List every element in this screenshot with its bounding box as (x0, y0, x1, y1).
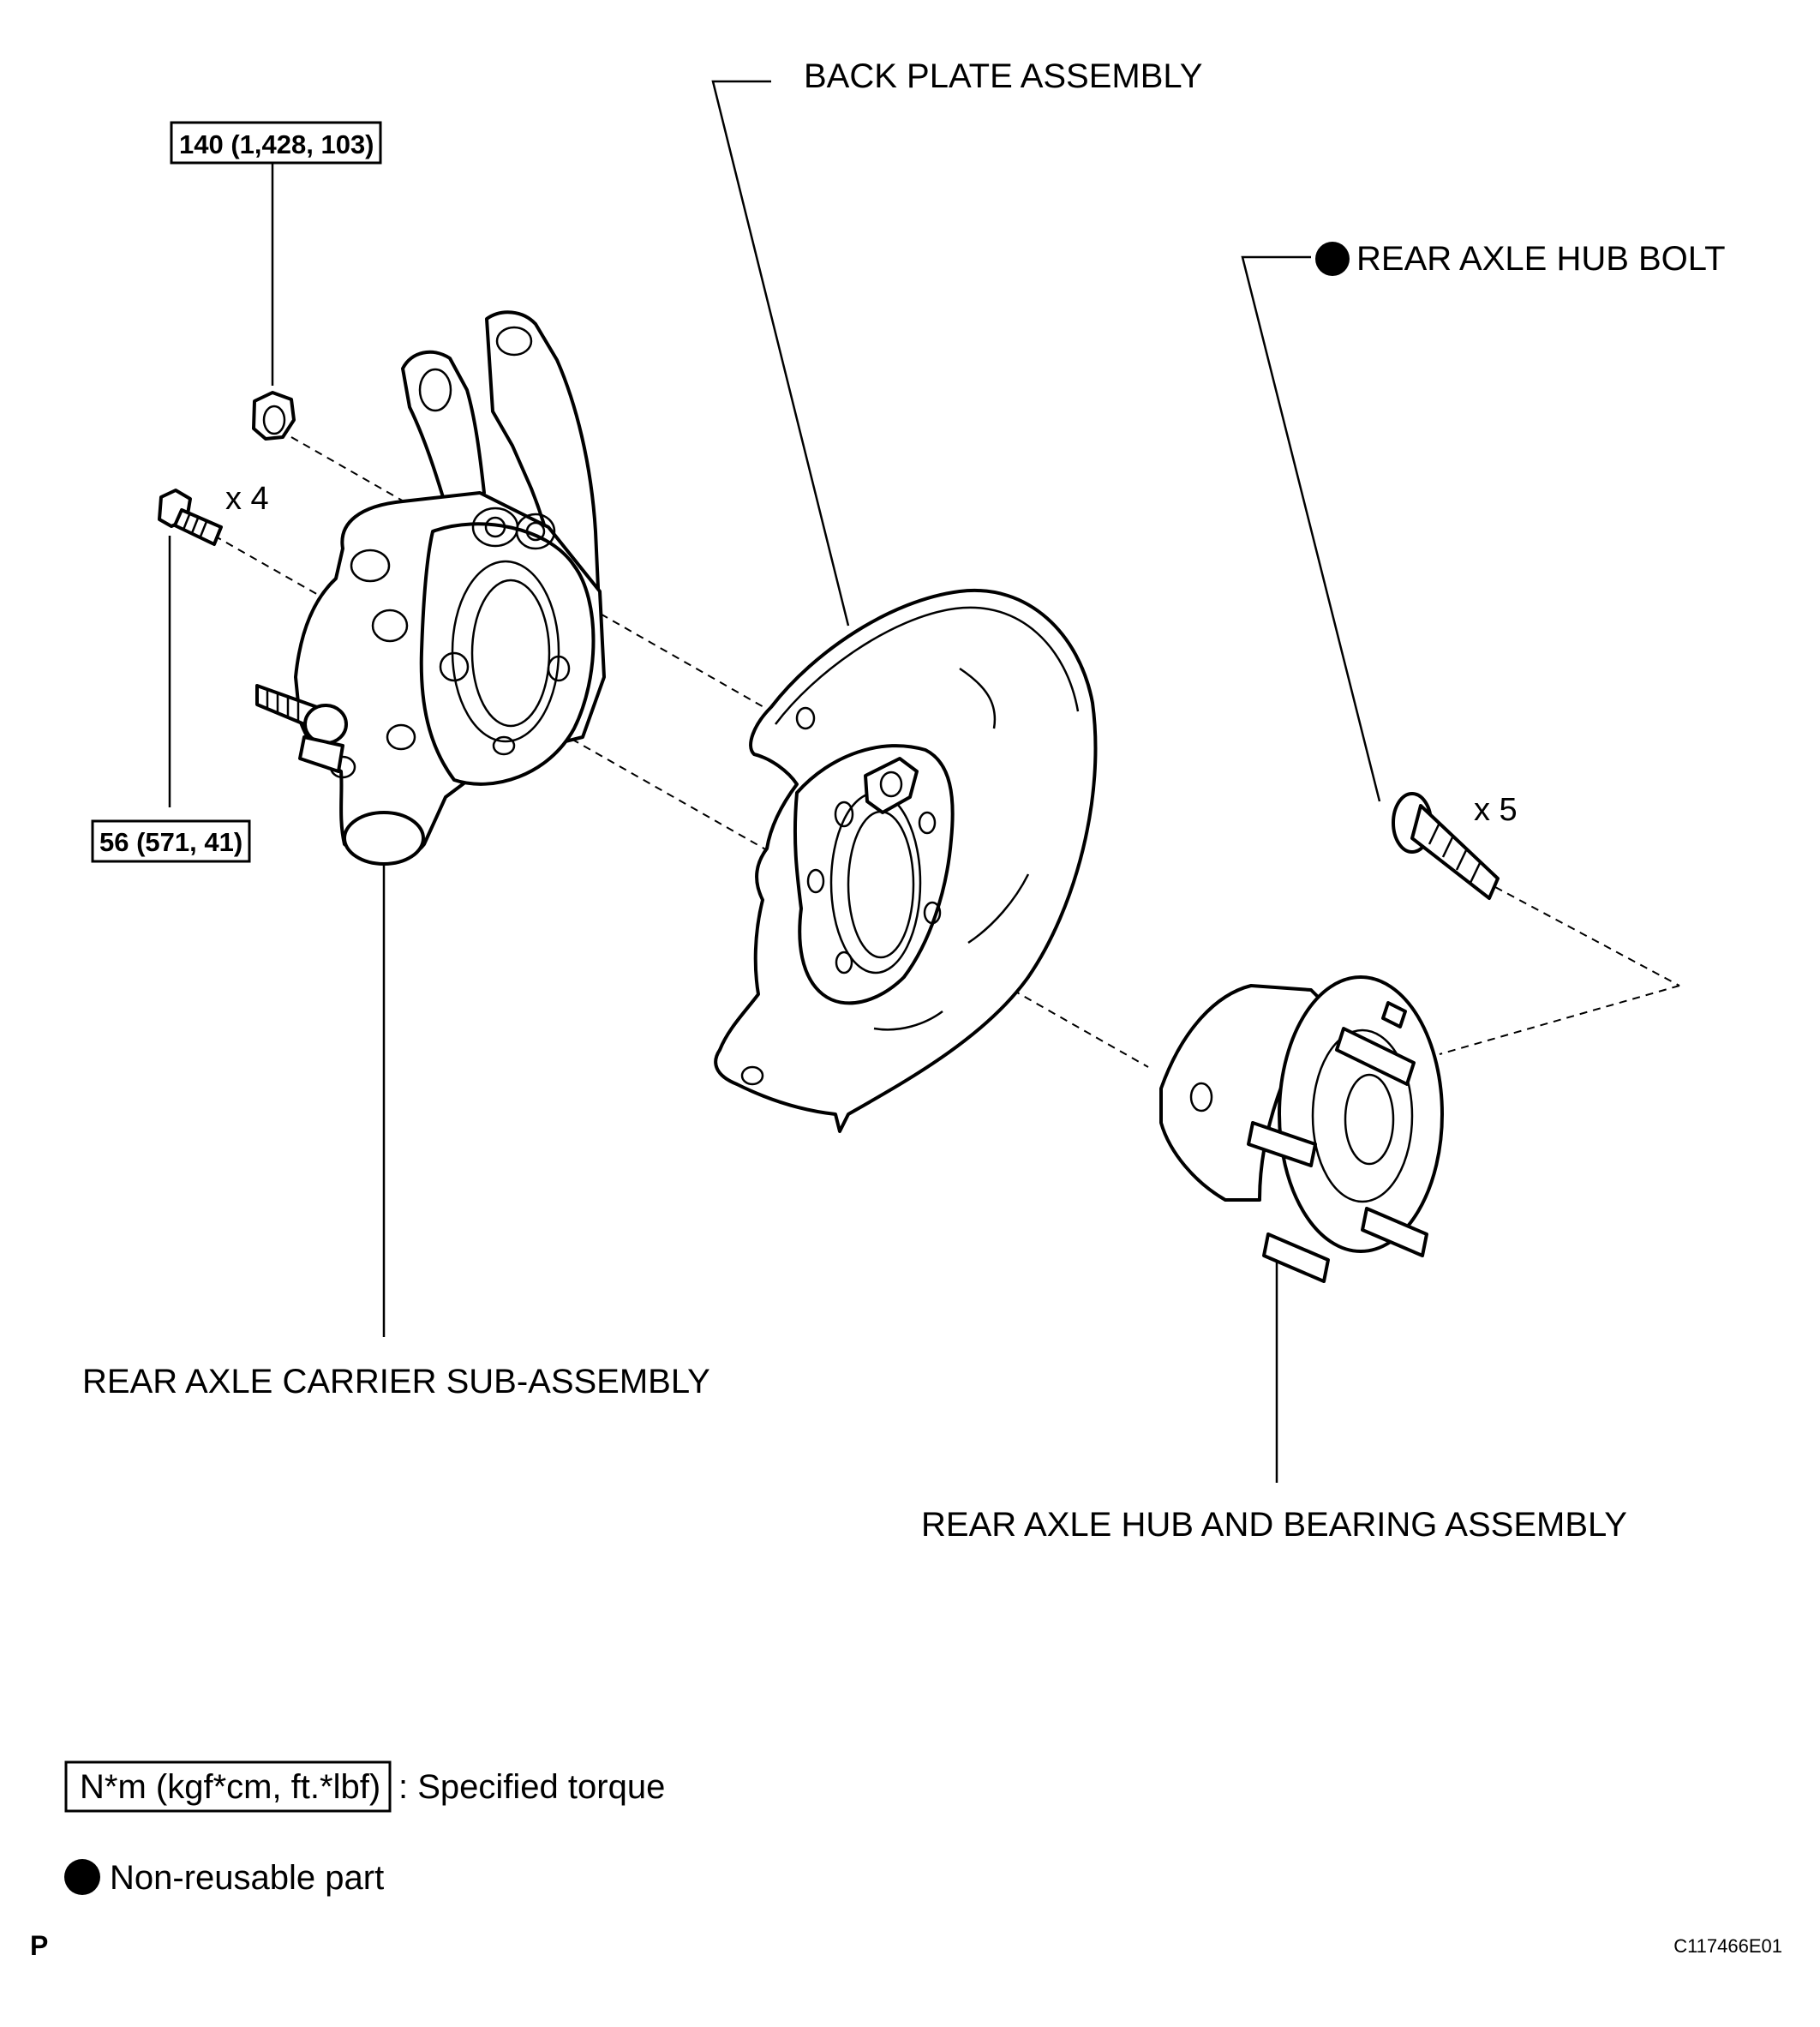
footer-code: P (30, 1930, 48, 1961)
hub-bolt (1392, 792, 1500, 900)
carrier-bolt-quantity: x 4 (225, 481, 269, 517)
non-reusable-mark (1315, 242, 1350, 276)
hub-bolt-label: REAR AXLE HUB BOLT (1356, 240, 1726, 278)
leader-lines (168, 80, 1381, 1483)
flange-bolt (158, 489, 223, 546)
hub-bolt-quantity: x 5 (1474, 792, 1518, 828)
hub-bearing-label: REAR AXLE HUB AND BEARING ASSEMBLY (921, 1506, 1627, 1544)
rear-axle-carrier (255, 310, 606, 866)
hub-bearing (1159, 975, 1444, 1283)
legend-torque-desc: : Specified torque (398, 1768, 665, 1806)
torque-value-bolt: 56 (571, 41) (99, 827, 242, 857)
torque-box-bolt (91, 819, 251, 863)
torque-value-nut: 140 (1,428, 103) (179, 129, 374, 159)
carrier-label: REAR AXLE CARRIER SUB-ASSEMBLY (82, 1363, 710, 1400)
back-plate-label: BACK PLATE ASSEMBLY (804, 57, 1202, 95)
legend-torque-units: N*m (kgf*cm, ft.*lbf) (80, 1768, 380, 1806)
torque-box-nut (170, 121, 382, 165)
flange-nut (252, 391, 296, 441)
legend-torque-box (64, 1760, 392, 1813)
back-plate (714, 588, 1098, 1133)
figure-id: C117466E01 (1673, 1935, 1782, 1957)
legend-non-reusable-mark (64, 1859, 100, 1895)
legend-non-reusable-text: Non-reusable part (110, 1859, 384, 1897)
